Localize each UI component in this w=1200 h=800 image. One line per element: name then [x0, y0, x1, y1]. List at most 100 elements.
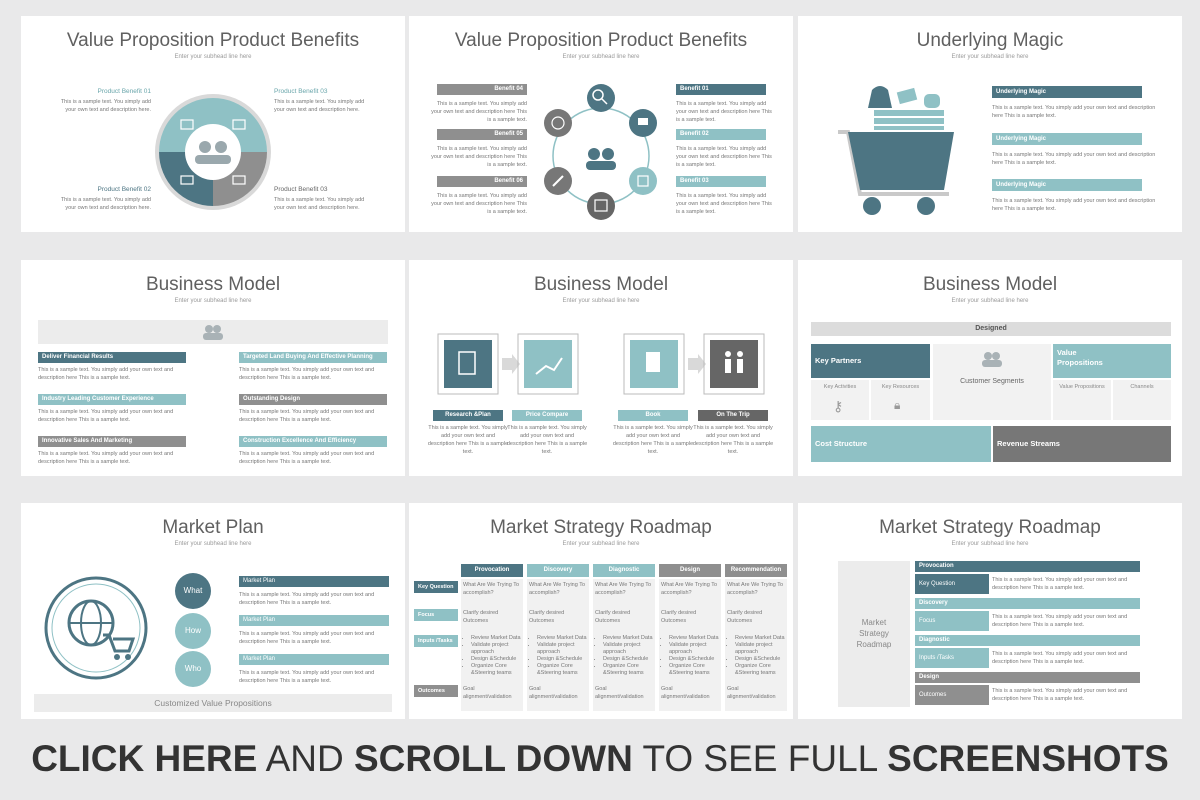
value-propositions-label: Value Propositions — [1057, 348, 1103, 367]
plan-bar: Market Plan — [239, 615, 389, 626]
magic-bar: Underlying Magic — [992, 86, 1142, 98]
cell-focus: Clarify desired Outcomes — [529, 610, 565, 624]
cta-click-here[interactable]: CLICK HERE — [31, 738, 258, 779]
plan-bar: Market Plan — [239, 576, 389, 587]
slide-roadmap-list[interactable]: Market Strategy Roadmap Enter your subhe… — [798, 503, 1182, 719]
slide-title: Underlying Magic — [916, 30, 1064, 51]
task: Review Market Data — [603, 635, 653, 642]
benefit-text: This is a sample text. You simply add yo… — [431, 101, 527, 123]
row-label: Outcomes — [915, 685, 989, 705]
benefit-bar: Benefit 04 — [437, 84, 527, 95]
slide-subhead: Enter your subhead line here — [562, 54, 640, 60]
key-resources-label: Key Resources — [881, 384, 920, 390]
step-text: This is a sample text. You simply add yo… — [692, 425, 774, 455]
channels-label: Channels — [1130, 384, 1154, 390]
benefit-label: Product Benefit 01 — [97, 88, 151, 95]
slide-value-proposition-1[interactable]: Value Proposition Product Benefits Enter… — [21, 16, 405, 232]
cell-outcome: Goal alignment/validation — [529, 686, 578, 700]
row-header: Outcomes — [414, 685, 458, 697]
task: Organize Core &Steering teams — [537, 663, 587, 677]
key-partners: Key Partners — [811, 344, 930, 378]
designed-band: Designed — [811, 322, 1171, 336]
slide-title: Value Proposition Product Benefits — [66, 30, 360, 51]
slide-subhead: Enter your subhead line here — [174, 54, 252, 60]
slide-subhead: Enter your subhead line here — [174, 541, 252, 547]
cta-banner[interactable]: CLICK HERE AND SCROLL DOWN TO SEE FULL S… — [0, 738, 1200, 780]
col-header: Provocation — [461, 564, 523, 577]
key-activities-label: Key Activities — [823, 384, 857, 390]
footer-band: Customized Value Propositions — [34, 694, 392, 712]
row-label: Focus — [915, 611, 989, 631]
col-body — [725, 579, 787, 711]
cell-outcome: Goal alignment/validation — [727, 686, 776, 700]
revenue-streams: Revenue Streams — [993, 426, 1171, 462]
cta-text: AND — [257, 738, 354, 779]
slide-subhead: Enter your subhead line here — [562, 298, 640, 304]
cell-focus: Clarify desired Outcomes — [463, 610, 499, 624]
row-header: Inputs /Tasks — [414, 635, 458, 647]
model-text: This is a sample text. You simply add yo… — [38, 367, 174, 381]
benefit-bar: Benefit 01 — [676, 84, 766, 95]
slide-underlying-magic[interactable]: Underlying Magic Enter your subhead line… — [798, 16, 1182, 232]
slide-business-model-1[interactable]: Business Model Enter your subhead line h… — [21, 260, 405, 476]
slide-business-model-canvas[interactable]: Business Model Enter your subhead line h… — [798, 260, 1182, 476]
task: Design &Schedule — [669, 656, 719, 663]
slide-market-plan[interactable]: Market Plan Enter your subhead line here… — [21, 503, 405, 719]
slide-business-model-2[interactable]: Business Model Enter your subhead line h… — [409, 260, 793, 476]
value-propositions: Value Propositions — [1053, 344, 1171, 378]
hexagon-cycle — [544, 84, 657, 220]
task: Validate project approach — [603, 642, 653, 656]
model-bar: Deliver Financial Results — [38, 352, 186, 363]
globe-cart-icon — [44, 576, 148, 680]
row-text: This is a sample text. You simply add yo… — [992, 577, 1128, 591]
magic-text: This is a sample text. You simply add yo… — [992, 152, 1156, 166]
benefit-label: Product Benefit 02 — [97, 186, 151, 193]
task: Organize Core &Steering teams — [669, 663, 719, 677]
benefit-text: This is a sample text. You simply add yo… — [274, 99, 365, 113]
lock-icon: 🔒︎ — [894, 398, 901, 412]
step-text: This is a sample text. You simply add yo… — [612, 425, 694, 455]
process-flow — [437, 333, 765, 395]
cell-focus: Clarify desired Outcomes — [661, 610, 697, 624]
col-body — [461, 579, 523, 711]
benefit-text: This is a sample text. You simply add yo… — [431, 193, 527, 215]
key-activities-cell: Key Activities ⚷ — [811, 380, 869, 420]
row-header: Focus — [414, 609, 458, 621]
row-text: This is a sample text. You simply add yo… — [992, 614, 1128, 628]
col-header: Discovery — [527, 564, 589, 577]
benefit-text: This is a sample text. You simply add yo… — [431, 146, 527, 168]
slide-title: Value Proposition Product Benefits — [454, 30, 748, 51]
step-bar: Book — [618, 410, 688, 421]
slide-title: Business Model — [145, 274, 281, 295]
cell-tasks: Review Market DataValidate project appro… — [727, 635, 785, 677]
benefit-text: This is a sample text. You simply add yo… — [676, 101, 772, 123]
channels-cell: Channels — [1113, 380, 1171, 420]
side-label: Market Strategy Roadmap — [856, 618, 892, 649]
task: Design &Schedule — [735, 656, 785, 663]
benefit-text: This is a sample text. You simply add yo… — [60, 197, 151, 211]
slide-subhead: Enter your subhead line here — [174, 298, 252, 304]
quadrant-diagram — [155, 94, 271, 210]
value-props-cell: Value Propositions — [1053, 380, 1111, 420]
model-text: This is a sample text. You simply add yo… — [38, 409, 174, 423]
slide-value-proposition-2[interactable]: Value Proposition Product Benefits Enter… — [409, 16, 793, 232]
slide-subhead: Enter your subhead line here — [951, 298, 1029, 304]
model-text: This is a sample text. You simply add yo… — [239, 409, 375, 423]
cell-question: What Are We Trying To accomplish? — [595, 582, 652, 596]
task: Organize Core &Steering teams — [471, 663, 521, 677]
cell-tasks: Review Market DataValidate project appro… — [529, 635, 587, 677]
slide-title: Business Model — [922, 274, 1058, 295]
cell-outcome: Goal alignment/validation — [661, 686, 710, 700]
col-header: Design — [659, 564, 721, 577]
plan-text: This is a sample text. You simply add yo… — [239, 670, 375, 684]
key-resources-cell: Key Resources 🔒︎ — [871, 380, 930, 420]
side-panel: Market Strategy Roadmap — [838, 561, 910, 707]
slide-roadmap-table[interactable]: Market Strategy Roadmap Enter your subhe… — [409, 503, 793, 719]
cell-tasks: Review Market DataValidate project appro… — [463, 635, 521, 677]
cell-question: What Are We Trying To accomplish? — [529, 582, 586, 596]
task: Validate project approach — [471, 642, 521, 656]
cell-focus: Clarify desired Outcomes — [595, 610, 631, 624]
model-bar: Targeted Land Buying And Effective Plann… — [239, 352, 387, 363]
magic-bar: Underlying Magic — [992, 133, 1142, 145]
magic-bar: Underlying Magic — [992, 179, 1142, 191]
